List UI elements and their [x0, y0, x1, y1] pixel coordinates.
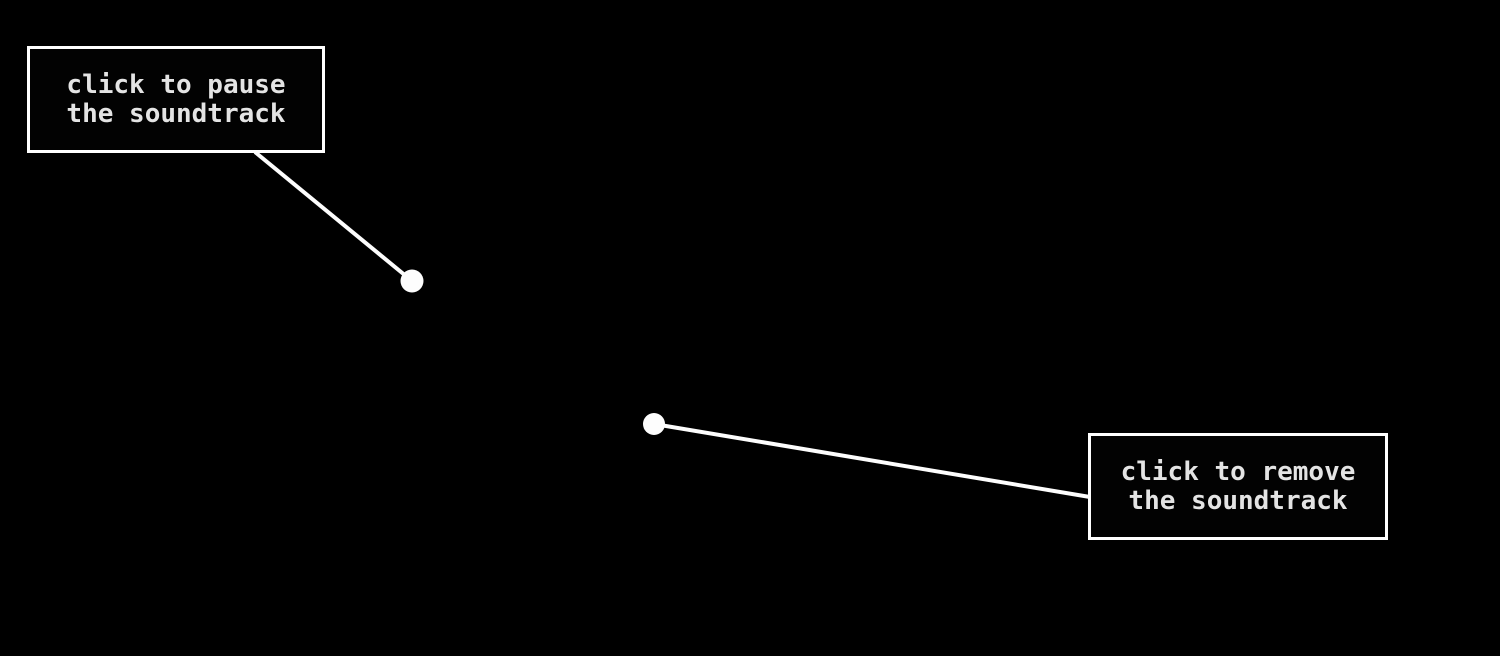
annotation-text-line: click to pause	[66, 69, 286, 100]
pause-annotation-connector-line	[253, 150, 414, 283]
annotation-text-line: the soundtrack	[1128, 485, 1348, 516]
annotation-text-line: click to remove	[1120, 456, 1356, 487]
annotation-text-line: the soundtrack	[66, 98, 286, 129]
pause-soundtrack-annotation-box: click to pause the soundtrack	[27, 46, 325, 153]
remove-annotation-connector-line	[653, 422, 1091, 499]
remove-soundtrack-click-target-dot[interactable]	[643, 413, 665, 435]
remove-soundtrack-annotation-box: click to remove the soundtrack	[1088, 433, 1388, 540]
pause-soundtrack-click-target-dot[interactable]	[400, 269, 424, 293]
